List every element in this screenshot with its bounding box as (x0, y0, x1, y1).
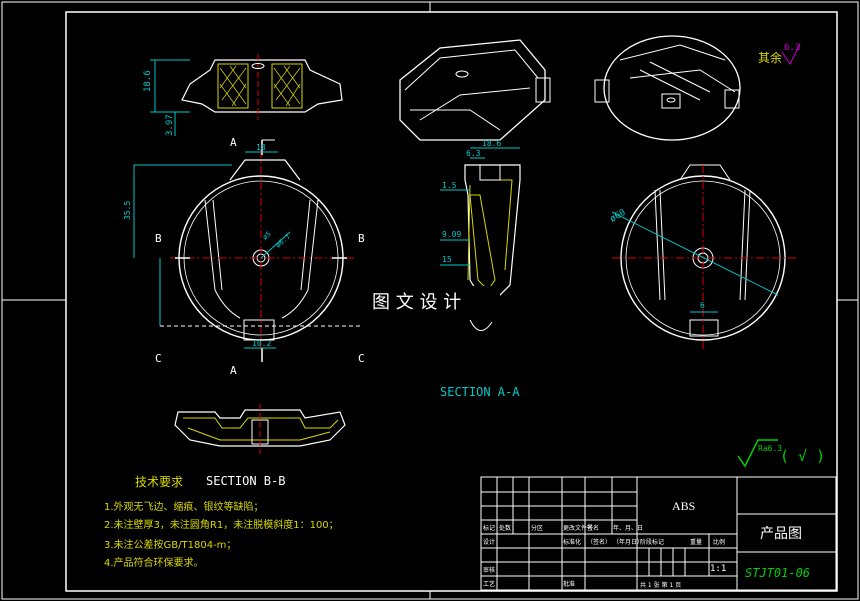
notes-title: 技术要求 (135, 475, 183, 489)
note-1: 1.外观无飞边、缩痕、银纹等缺陷； (104, 500, 264, 513)
dim-10-2: 10.2 (252, 339, 271, 348)
note-4: 4.产品符合环保要求。 (104, 556, 204, 569)
tb-scale-value: 1:1 (710, 564, 726, 574)
tb-label-standard: 标准化 (563, 538, 581, 546)
dim-phi6-7: ø6.7 (274, 233, 292, 250)
dim-18-6-left: 18.6 (143, 70, 153, 92)
watermark-bg (352, 286, 500, 316)
section-bb-view (174, 404, 346, 454)
tb-label-sign: 签名 (587, 524, 599, 532)
label-c-left: C (155, 352, 162, 365)
dim-35-5: 35.5 (123, 201, 132, 220)
label-b-left: B (155, 232, 162, 245)
roughness-symbol (781, 43, 801, 65)
dim-6-3: 6.3 (466, 149, 481, 158)
isometric-view-2 (594, 35, 741, 141)
dim-18-6-section: 18.6 (482, 139, 501, 148)
tb-weight: 重量 (690, 538, 702, 546)
general-roughness-value: Ra6.3 (758, 444, 782, 453)
inner-border (65, 11, 838, 592)
tb-drawing-no: STJT01-06 (745, 566, 810, 580)
tb-check: 审核 (483, 566, 495, 574)
label-a-top: A (230, 136, 237, 149)
dim-6: 6 (700, 301, 705, 310)
tb-label-date: 年、月、日 (613, 524, 643, 532)
title-block (480, 476, 837, 591)
watermark-text: 图 文 设 计 (372, 292, 461, 313)
roughness-other-value: 6.3 (784, 43, 800, 53)
general-roughness-symbol (737, 439, 778, 468)
tb-label-count: 处数 (499, 524, 511, 532)
dim-phi60: ø60 (609, 208, 628, 225)
label-a-bottom: A (230, 364, 237, 377)
tb-label-design: 设计 (483, 538, 495, 546)
back-view (611, 164, 798, 350)
dim-18: 18 (256, 143, 266, 152)
tb-label-zone: 分区 (531, 524, 543, 532)
tb-sheet: 共 1 张 第 1 页 (640, 581, 681, 589)
section-aa-label: SECTION A-A (440, 385, 520, 399)
dim-phi5: ø5 (261, 230, 273, 242)
tb-stage-mark: 阶段标记 (640, 538, 664, 546)
front-view (133, 139, 360, 362)
tb-material: ABS (672, 499, 695, 513)
tb-drawing-name: 产品图 (760, 526, 802, 542)
dim-9-09: 9.09 (442, 230, 461, 239)
tb-label-mark: 标记 (483, 524, 495, 532)
note-2: 2.未注壁厚3，未注圆角R1，未注脱模斜度1：100； (104, 518, 339, 531)
tb-scale-label: 比例 (713, 538, 725, 546)
dim-3-97: 3.97 (165, 114, 175, 136)
label-c-right: C (358, 352, 365, 365)
roughness-other-label: 其余 (758, 50, 782, 65)
tb-label-date2: （年月日） (613, 538, 643, 546)
tb-label-change-doc: 更改文件号 (563, 524, 593, 532)
dim-15: 15 (442, 255, 452, 264)
label-b-right: B (358, 232, 365, 245)
dim-1-5: 1.5 (442, 181, 457, 190)
tb-approve: 批准 (563, 580, 575, 588)
isometric-view-1 (399, 39, 551, 141)
note-3: 3.未注公差按GB/T1804-m； (104, 538, 236, 551)
section-bb-label: SECTION B-B (206, 474, 285, 488)
tb-label-sign2: （签名） (587, 538, 611, 546)
side-elevation (150, 54, 343, 136)
tb-process: 工艺 (483, 580, 495, 588)
general-roughness-paren: ( √ ) (780, 447, 825, 465)
